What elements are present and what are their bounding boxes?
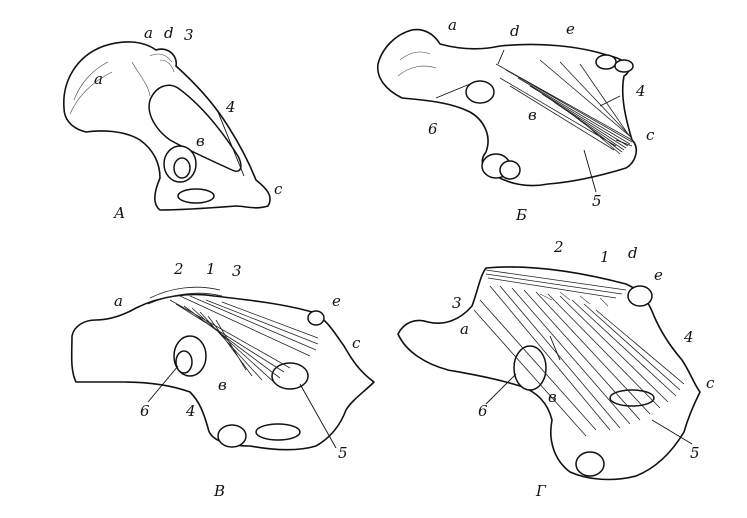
panel-g-foramen — [609, 389, 655, 407]
panel-b-process — [595, 54, 617, 70]
label-v-3: 3 — [232, 262, 242, 280]
label-b-c: c — [646, 126, 655, 144]
label-a-a: a — [94, 70, 103, 88]
label-g-1: 1 — [600, 248, 610, 266]
panel-v-lower-1 — [217, 424, 247, 448]
panel-v-caption: В — [214, 482, 226, 500]
panel-a-drawing — [63, 41, 271, 211]
panel-v-muscle-fibres — [169, 295, 319, 385]
panel-v-band — [147, 286, 223, 305]
label-v-6: 6 — [140, 402, 150, 420]
panel-v-process — [307, 310, 325, 326]
label-g-d: d — [628, 244, 638, 262]
panel-b-caption: Б — [516, 206, 528, 224]
label-a-3: 3 — [184, 26, 194, 44]
label-g-3: 3 — [452, 294, 462, 312]
panel-b-muscle-fibres — [495, 59, 633, 155]
label-g-a: a — [460, 320, 469, 338]
panel-b-hatching — [397, 51, 437, 77]
panel-v-drawing — [70, 286, 375, 451]
label-v-e: e — [332, 292, 341, 310]
label-a-d: d — [164, 24, 174, 42]
panel-b-foramen — [465, 80, 495, 104]
label-v-a: a — [114, 292, 123, 310]
label-g-4: 4 — [684, 328, 694, 346]
label-a-a-top: a — [144, 24, 153, 42]
panel-b-drawing — [377, 28, 638, 187]
label-v-2: 2 — [174, 260, 184, 278]
panel-g-muscle-fibres — [473, 285, 685, 437]
label-b-6: 6 — [428, 120, 438, 138]
panel-g-process — [627, 285, 653, 307]
label-b-e: e — [566, 20, 575, 38]
label-v-c: c — [352, 334, 361, 352]
label-g-e: e — [654, 266, 663, 284]
panel-g-slits — [539, 291, 609, 307]
leader-lines — [147, 49, 693, 449]
label-b-4: 4 — [636, 82, 646, 100]
label-g-5: 5 — [690, 444, 700, 462]
panel-a-process — [149, 53, 175, 73]
panel-b-process-2 — [614, 59, 634, 73]
label-a-4: 4 — [226, 98, 236, 116]
panel-v-socket-inner — [175, 350, 193, 374]
label-v-b: в — [218, 376, 227, 394]
label-b-b: в — [528, 106, 537, 124]
label-v-1: 1 — [206, 260, 216, 278]
label-g-6: 6 — [478, 402, 488, 420]
panel-g-top-band — [485, 269, 627, 299]
panel-a-socket-inner — [173, 157, 191, 179]
panel-a-hatching — [69, 61, 151, 115]
panel-g-drawing — [397, 266, 701, 481]
panel-g-socket — [513, 345, 547, 391]
label-g-c: c — [706, 374, 715, 392]
panel-g-bone — [397, 266, 701, 481]
panel-b-socket-2 — [499, 160, 521, 180]
label-b-5: 5 — [592, 192, 602, 210]
label-g-b: в — [548, 388, 557, 406]
panel-b-bone — [377, 28, 638, 187]
panel-v-lower-2 — [255, 423, 301, 441]
label-a-c: c — [274, 180, 283, 198]
label-g-2: 2 — [554, 238, 564, 256]
panel-a-lower-foramen — [177, 188, 215, 204]
panel-a-ligament-line — [217, 111, 245, 177]
label-v-5: 5 — [338, 444, 348, 462]
label-b-a: a — [448, 16, 457, 34]
panel-v-bone — [70, 293, 375, 451]
label-a-b: в — [196, 132, 205, 150]
panel-v-foramen — [271, 362, 309, 390]
label-v-4: 4 — [186, 402, 196, 420]
panel-g-caption: Г — [536, 482, 546, 500]
label-b-d: d — [510, 22, 520, 40]
panel-g-lower-1 — [575, 451, 605, 477]
panel-a-caption: А — [114, 204, 126, 222]
